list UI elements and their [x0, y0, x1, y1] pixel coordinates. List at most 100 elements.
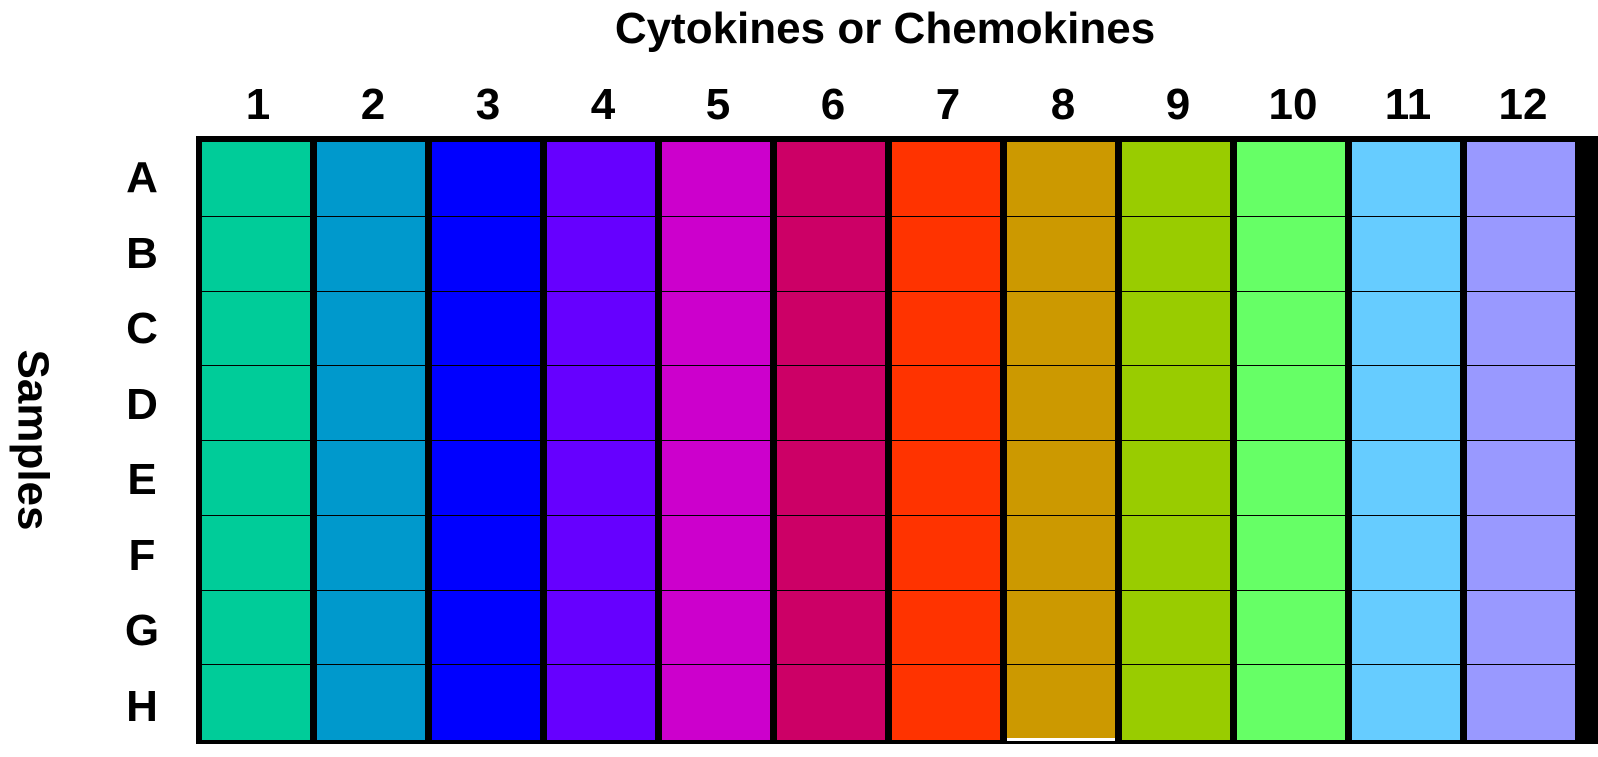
column-label-2: 2: [360, 80, 386, 129]
well-A6: [777, 142, 885, 217]
plate-column-1: [202, 142, 310, 740]
well-G8: [1007, 590, 1115, 666]
row-label-G: G: [124, 606, 160, 655]
well-C7: [892, 291, 1000, 367]
well-B8: [1007, 216, 1115, 292]
column-label-10: 10: [1268, 80, 1318, 129]
plate-column-12: [1467, 142, 1575, 740]
well-H8: [1007, 665, 1115, 740]
well-B7: [892, 216, 1000, 292]
well-F4: [547, 515, 655, 591]
column-8-bottom-gap: [1007, 738, 1115, 741]
well-C6: [777, 291, 885, 367]
well-A9: [1122, 142, 1230, 217]
well-E3: [432, 441, 540, 516]
row-label-D: D: [126, 379, 158, 429]
well-A7: [892, 142, 1000, 217]
well-G10: [1237, 590, 1345, 666]
well-F9: [1122, 515, 1230, 591]
column-label-4: 4: [590, 80, 616, 129]
row-label-H: H: [126, 681, 158, 731]
well-D7: [892, 366, 1000, 441]
plate-column-11: [1352, 142, 1460, 740]
well-B6: [777, 216, 885, 292]
well-F1: [202, 515, 310, 591]
well-A2: [317, 142, 425, 217]
plate-column-8: [1007, 142, 1115, 740]
well-H11: [1352, 665, 1460, 740]
well-C12: [1467, 291, 1575, 367]
plate-column-9: [1122, 142, 1230, 740]
well-G7: [892, 590, 1000, 666]
well-E9: [1122, 441, 1230, 516]
well-B1: [202, 216, 310, 292]
well-D2: [317, 366, 425, 441]
well-C9: [1122, 291, 1230, 367]
well-H4: [547, 665, 655, 740]
well-B10: [1237, 216, 1345, 292]
plate-column-2: [317, 142, 425, 740]
column-label-8: 8: [1050, 80, 1076, 129]
well-F3: [432, 515, 540, 591]
well-H3: [432, 665, 540, 740]
well-C5: [662, 291, 770, 367]
well-D11: [1352, 366, 1460, 441]
column-label-11: 11: [1384, 80, 1432, 129]
plate-column-10: [1237, 142, 1345, 740]
well-plate-grid: [196, 136, 1598, 744]
well-G11: [1352, 590, 1460, 666]
well-D8: [1007, 366, 1115, 441]
well-G3: [432, 590, 540, 666]
well-A1: [202, 142, 310, 217]
well-C4: [547, 291, 655, 367]
well-G2: [317, 590, 425, 666]
well-A12: [1467, 142, 1575, 217]
well-E8: [1007, 441, 1115, 516]
well-C8: [1007, 291, 1115, 367]
row-label-C: C: [126, 304, 158, 353]
well-E5: [662, 441, 770, 516]
well-H12: [1467, 665, 1575, 740]
well-A4: [547, 142, 655, 217]
well-A8: [1007, 142, 1115, 217]
well-A11: [1352, 142, 1460, 217]
well-B9: [1122, 216, 1230, 292]
column-label-7: 7: [935, 80, 961, 129]
well-G6: [777, 590, 885, 666]
row-label-F: F: [128, 530, 156, 580]
well-C10: [1237, 291, 1345, 367]
well-E2: [317, 441, 425, 516]
well-H7: [892, 665, 1000, 740]
well-E7: [892, 441, 1000, 516]
well-G9: [1122, 590, 1230, 666]
column-label-12: 12: [1498, 80, 1548, 129]
well-F10: [1237, 515, 1345, 591]
well-E12: [1467, 441, 1575, 516]
well-B3: [432, 216, 540, 292]
plate-column-7: [892, 142, 1000, 740]
well-D5: [662, 366, 770, 441]
well-H10: [1237, 665, 1345, 740]
well-E6: [777, 441, 885, 516]
well-D6: [777, 366, 885, 441]
well-H9: [1122, 665, 1230, 740]
row-label-A: A: [126, 153, 158, 202]
well-E1: [202, 441, 310, 516]
well-D10: [1237, 366, 1345, 441]
well-E10: [1237, 441, 1345, 516]
well-B11: [1352, 216, 1460, 292]
well-C11: [1352, 291, 1460, 367]
y-axis-title: Samples: [8, 349, 58, 531]
well-A5: [662, 142, 770, 217]
well-G1: [202, 590, 310, 666]
plate-column-3: [432, 142, 540, 740]
well-F5: [662, 515, 770, 591]
well-C3: [432, 291, 540, 367]
well-D4: [547, 366, 655, 441]
row-label-E: E: [127, 455, 157, 504]
well-H2: [317, 665, 425, 740]
column-label-3: 3: [475, 80, 501, 129]
well-A10: [1237, 142, 1345, 217]
